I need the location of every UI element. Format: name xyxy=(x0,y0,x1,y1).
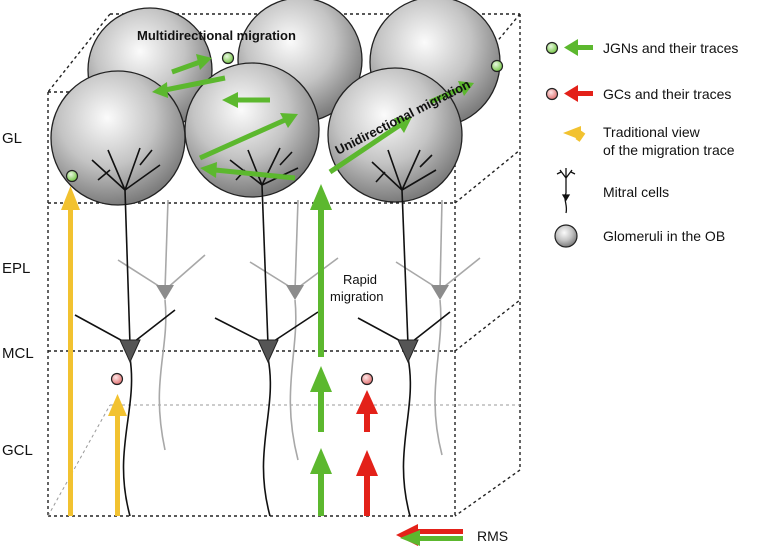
legend-jgn: JGNs and their traces xyxy=(545,39,738,56)
red-arrow-icon xyxy=(564,85,593,102)
jgn-cell xyxy=(221,51,235,65)
rms-arrow xyxy=(396,524,463,546)
back-plane-lines xyxy=(47,404,520,517)
layer-label-gcl: GCL xyxy=(2,442,33,459)
gc-migration-arrows xyxy=(356,390,378,516)
jgn-arrowheads xyxy=(152,54,474,178)
rms-label: RMS xyxy=(477,528,508,544)
legend-mitral: Mitral cells xyxy=(556,168,669,214)
rapid-migration-label-line1: Rapid xyxy=(343,272,377,287)
glomerulus-icon xyxy=(554,224,578,248)
layer-label-epl: EPL xyxy=(2,260,30,277)
traditional-migration-arrows xyxy=(61,186,127,516)
green-arrow-icon xyxy=(564,39,593,56)
legend-mitral-label: Mitral cells xyxy=(603,184,669,200)
red-dot-icon xyxy=(545,87,559,101)
rapid-migration-label-line2: migration xyxy=(330,289,383,304)
legend-traditional: Traditional view of the migration trace xyxy=(563,124,735,158)
rapid-migration-arrows xyxy=(310,184,332,516)
glomerulus xyxy=(327,67,463,203)
legend-traditional-label-line2: of the migration trace xyxy=(603,142,735,158)
glomerulus xyxy=(184,62,320,198)
legend-gc: GCs and their traces xyxy=(545,85,731,102)
legend-jgn-label: JGNs and their traces xyxy=(603,40,738,56)
legend-glomeruli-label: Glomeruli in the OB xyxy=(603,228,725,244)
glomeruli-front-row xyxy=(50,62,463,206)
jgn-migration-traces xyxy=(164,59,464,181)
mitral-cell-icon xyxy=(556,168,576,214)
multidirectional-migration-label: Multidirectional migration xyxy=(137,28,296,43)
mitral-cells-back xyxy=(117,199,481,461)
jgn-cells xyxy=(65,51,504,183)
green-dot-icon xyxy=(545,41,559,55)
layer-label-gl: GL xyxy=(2,130,22,147)
yellow-arrow-icon xyxy=(563,126,586,142)
legend-glomeruli: Glomeruli in the OB xyxy=(554,224,725,248)
gc-cells xyxy=(110,372,374,386)
gc-cell xyxy=(110,372,124,386)
legend-traditional-label-line1: Traditional view xyxy=(603,124,701,140)
mitral-somata-back xyxy=(156,285,449,300)
legend-gc-label: GCs and their traces xyxy=(603,86,731,102)
jgn-cell xyxy=(490,59,504,73)
mitral-somata-front xyxy=(119,339,419,364)
legend: JGNs and their traces GCs and their trac… xyxy=(545,39,738,248)
layer-label-mcl: MCL xyxy=(2,345,34,362)
gc-cell xyxy=(360,372,374,386)
jgn-cell xyxy=(65,169,79,183)
